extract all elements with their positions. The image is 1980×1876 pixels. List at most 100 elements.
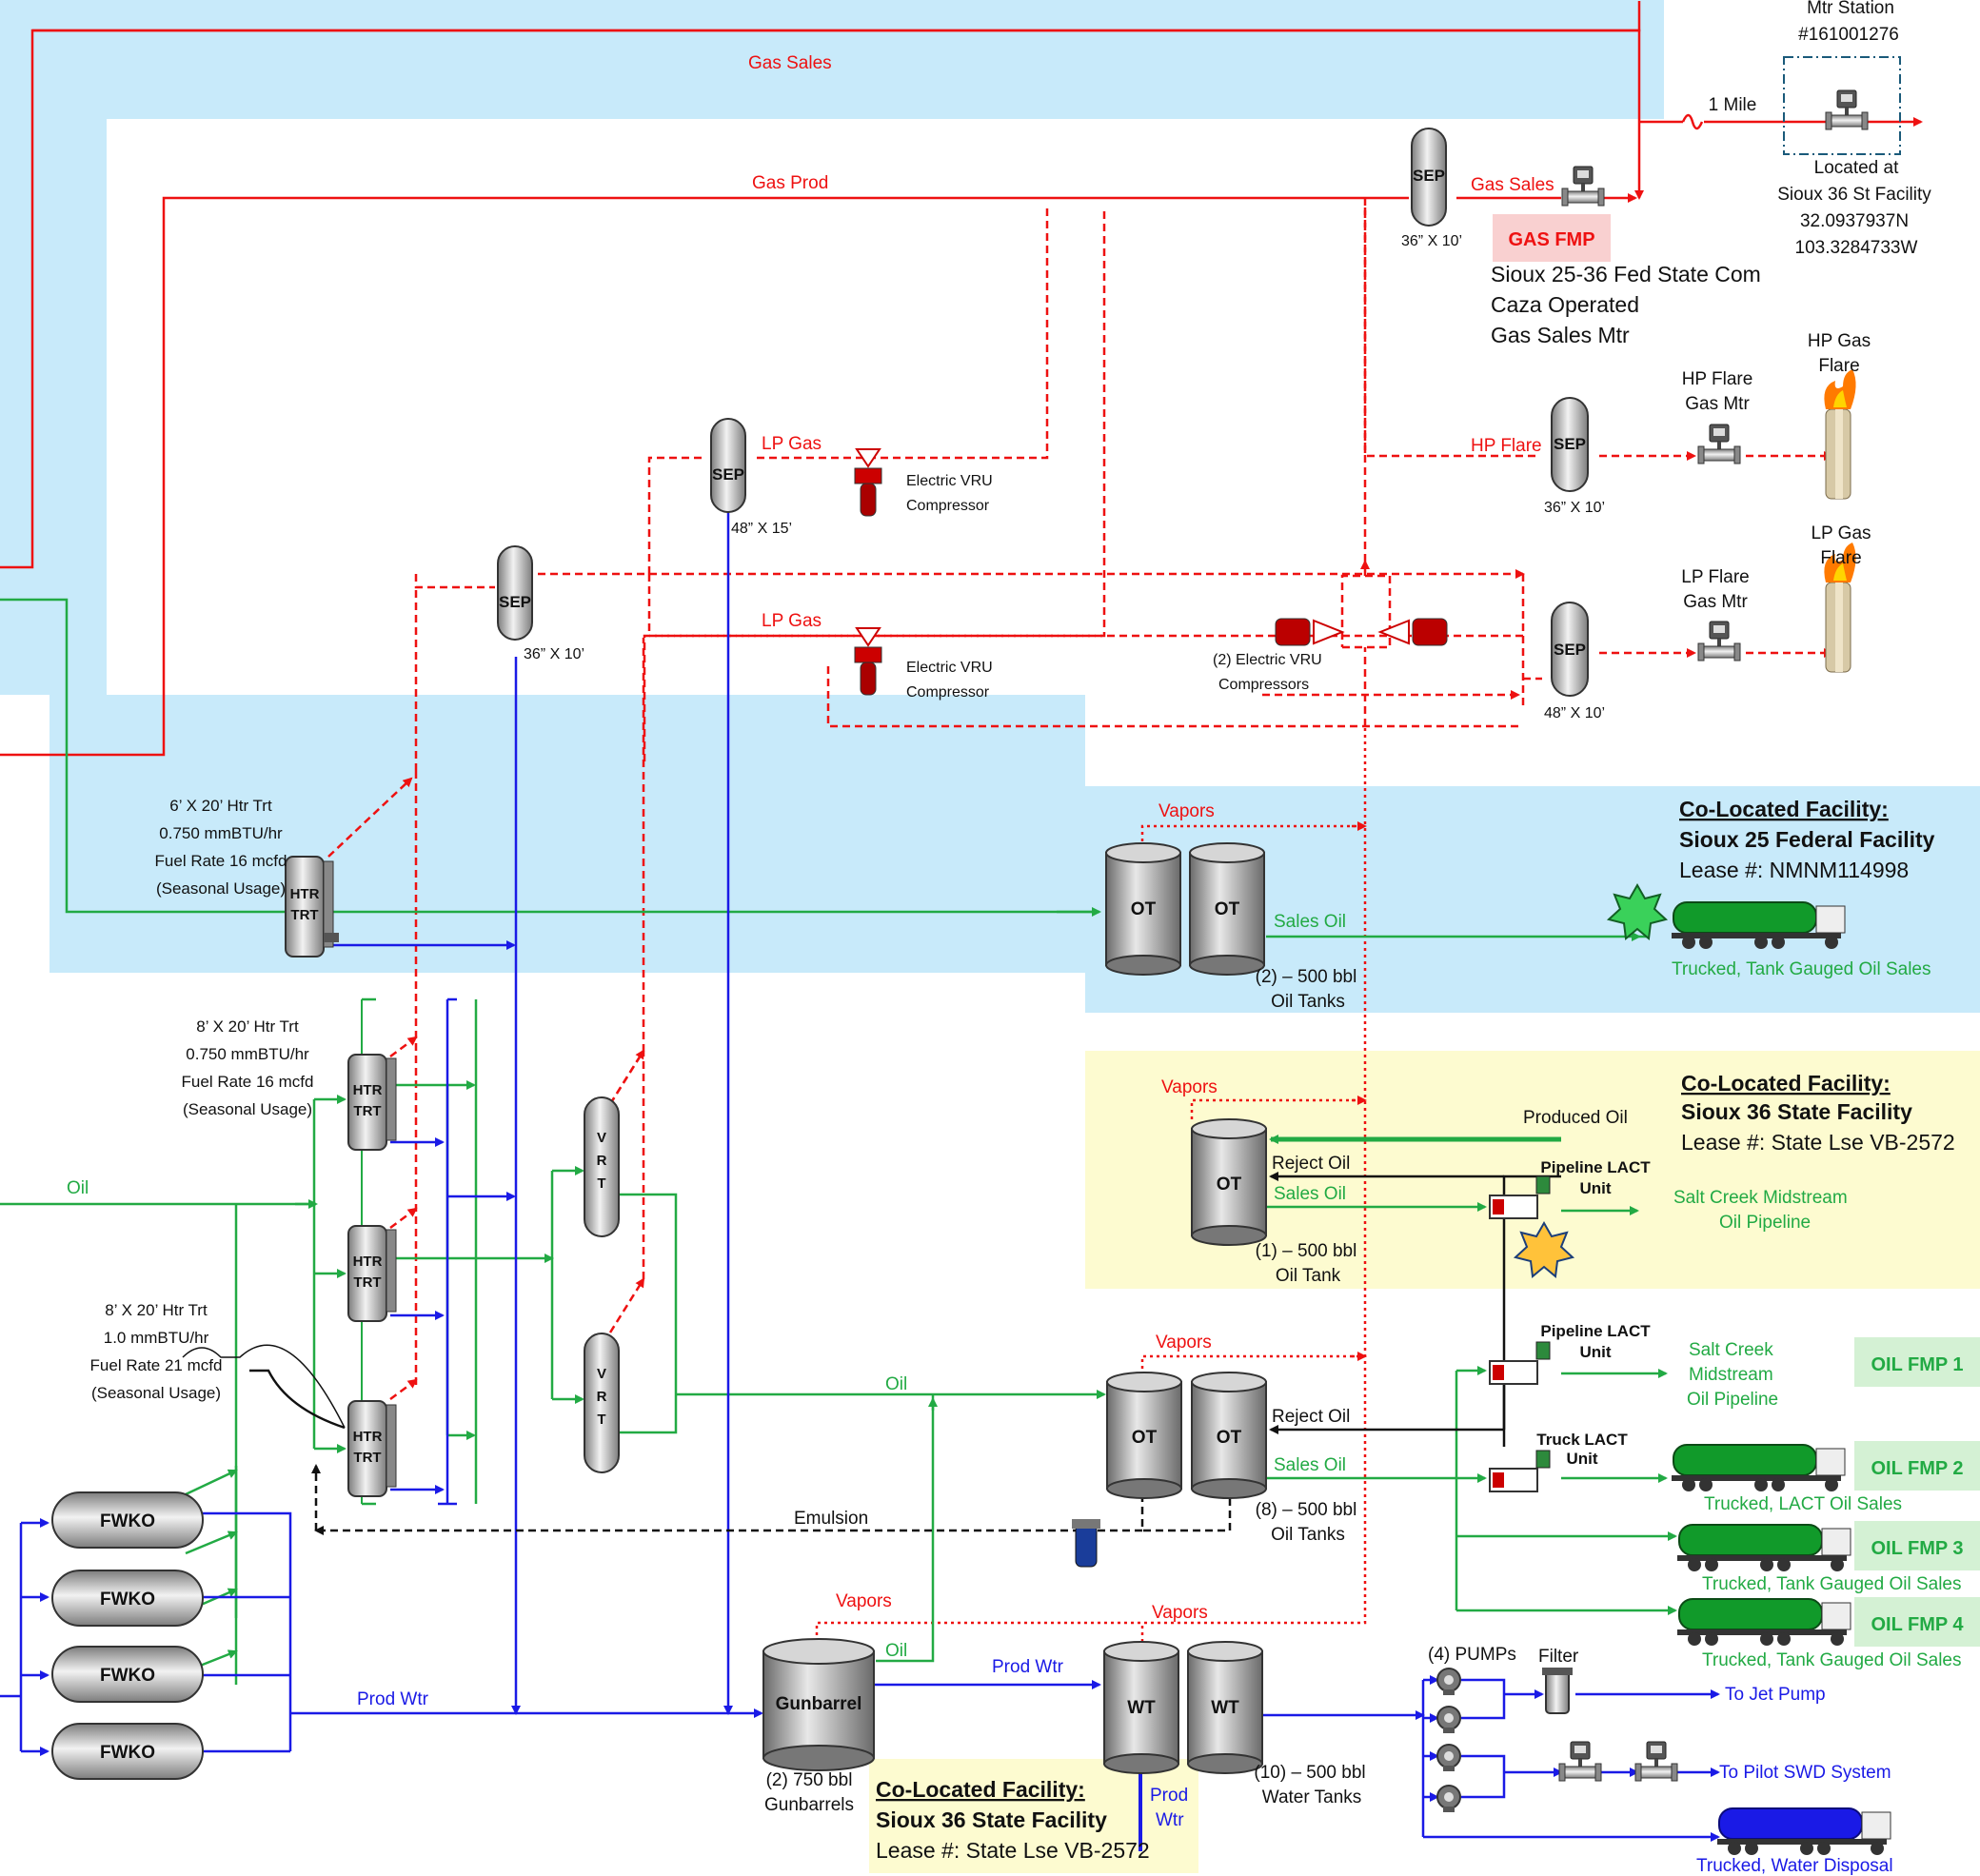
htr-c-line-4: (Seasonal Usage) [91, 1384, 221, 1402]
lp-gas-label-2: LP Gas [762, 611, 822, 631]
oil-fmp-3: OIL FMP 3 [1871, 1538, 1963, 1559]
mtr-station-number: #161001276 [1798, 25, 1899, 45]
mtr-loc-4: 103.3284733W [1795, 238, 1918, 258]
oil-inlet-label: Oil [67, 1178, 89, 1198]
lact-sales-label: Trucked, LACT Oil Sales [1704, 1494, 1902, 1514]
mtr-station-title: Mtr Station [1807, 0, 1894, 18]
lact-unit-truck [1489, 1450, 1551, 1492]
sales-oil-main-label: Sales Oil [1274, 1455, 1346, 1475]
htr-a-line-1: 6’ X 20’ Htr Trt [169, 797, 272, 815]
reject-oil-state-label: Reject Oil [1272, 1154, 1350, 1174]
mtr-station-box [1783, 56, 1901, 155]
oil-main-label: Oil [885, 1374, 907, 1394]
fwko-2-label: FWKO [100, 1590, 155, 1609]
vrt1-letter-v: V [597, 1130, 606, 1146]
sep-gas-sales-label: SEP [1413, 167, 1445, 185]
ot-fed-2-label: OT [1215, 899, 1240, 919]
gunbarrel-caption-2: Gunbarrels [764, 1795, 854, 1815]
water-tanks-caption-1: (10) – 500 bbl [1254, 1763, 1365, 1783]
vru-compressor-2 [854, 627, 882, 696]
gold-star-icon [1513, 1220, 1575, 1278]
heater-treater-b3 [347, 1400, 397, 1497]
wt-1-label: WT [1127, 1698, 1156, 1718]
gas-sales-sep-label: Gas Sales [1471, 175, 1554, 195]
wt-2-label: WT [1211, 1698, 1239, 1718]
oil-tank-state [1191, 1118, 1267, 1246]
produced-oil-label: Produced Oil [1523, 1108, 1628, 1128]
state-facility-name: Sioux 36 State Facility [1681, 1099, 1912, 1124]
htr-b-line-3: Fuel Rate 16 mcfd [182, 1073, 314, 1091]
oil-fmp-1: OIL FMP 1 [1871, 1354, 1963, 1375]
mtr-loc-3: 32.0937937N [1800, 211, 1909, 231]
hp-flare-mtr-2: Gas Mtr [1685, 394, 1750, 414]
salt-creek-b3: Oil Pipeline [1687, 1390, 1778, 1410]
sep-lpf-label: SEP [1554, 641, 1586, 659]
prod-wtr-label: Prod Wtr [357, 1689, 429, 1709]
lp-flare-mtr-2: Gas Mtr [1683, 592, 1748, 612]
trucked-water: Trucked, Water Disposal [1696, 1856, 1893, 1876]
sales-oil-fed-label: Sales Oil [1274, 912, 1346, 932]
htr-b2-label-1: HTR [353, 1254, 383, 1270]
fwko-1-label: FWKO [100, 1511, 155, 1531]
lact-unit-pipeline [1489, 1341, 1551, 1385]
htr-a-line-4: (Seasonal Usage) [156, 879, 286, 898]
ot-state-label: OT [1217, 1175, 1242, 1195]
gas-dashed-lines [327, 198, 1833, 1401]
sep-gas-sales-size: 36” X 10’ [1401, 233, 1462, 249]
vru-1-label-b: Compressor [906, 498, 990, 514]
hp-flare-mtr-1: HP Flare [1682, 369, 1753, 389]
hp-flare-stack [1823, 368, 1857, 500]
gunbarrel-label: Gunbarrel [776, 1694, 862, 1714]
htr-b3-label-2: TRT [353, 1450, 381, 1466]
truck-water [1717, 1807, 1891, 1855]
pumps-label: (4) PUMPs [1428, 1645, 1516, 1665]
lp-flare-meter [1697, 621, 1741, 662]
fed-facility-lease: Lease #: NMNM114998 [1679, 858, 1909, 882]
sep-lp [710, 418, 746, 513]
mtr-station-meter [1825, 89, 1869, 130]
oil-tanks-caption-1: (8) – 500 bbl [1256, 1500, 1357, 1520]
lp-flare-2: Flare [1820, 548, 1861, 568]
state-tank-caption-1: (1) – 500 bbl [1256, 1241, 1357, 1261]
salt-creek-a1: Salt Creek Midstream [1673, 1188, 1848, 1208]
oil-fmp-2: OIL FMP 2 [1871, 1458, 1963, 1479]
reject-oil-main-label: Reject Oil [1272, 1407, 1350, 1427]
lact-state-label-1: Pipeline LACT [1540, 1158, 1651, 1176]
hp-flare-meter [1697, 424, 1741, 464]
vru-1-label-a: Electric VRU [906, 473, 993, 489]
htr-c-line-1: 8’ X 20’ Htr Trt [105, 1301, 208, 1319]
vru-2-label-b: Compressor [906, 684, 990, 701]
oil-gunbarrel-label: Oil [885, 1641, 907, 1661]
htr-b-line-1: 8’ X 20’ Htr Trt [196, 1017, 299, 1036]
fwko-3-label: FWKO [100, 1666, 155, 1686]
ot-fed-1-label: OT [1131, 899, 1157, 919]
htr-b2-label-2: TRT [353, 1274, 381, 1291]
mtr-distance: 1 Mile [1709, 95, 1757, 115]
hp-flare-line-label: HP Flare [1471, 436, 1542, 456]
truck-lact-label-1: Truck LACT [1536, 1431, 1628, 1449]
gunbarrel-tank [762, 1638, 875, 1771]
vapors-gunbarrel-label: Vapors [836, 1591, 892, 1611]
vrt-2 [584, 1333, 620, 1473]
htr-b1-label-1: HTR [353, 1082, 383, 1098]
gauged-4-label: Trucked, Tank Gauged Oil Sales [1702, 1650, 1961, 1670]
fed-facility-name: Sioux 25 Federal Facility [1679, 827, 1935, 852]
sep-gas-sales [1411, 128, 1447, 227]
vrt1-letter-r: R [597, 1153, 607, 1169]
emulsion-pump [1072, 1519, 1100, 1568]
fed-truck-label: Trucked, Tank Gauged Oil Sales [1672, 959, 1930, 979]
gas-sales-top-label: Gas Sales [748, 53, 832, 73]
vrt1-letter-t: T [597, 1175, 605, 1192]
vrt2-letter-r: R [597, 1389, 607, 1405]
vapors-main-label: Vapors [1156, 1333, 1212, 1353]
truck-gauged-4 [1677, 1598, 1851, 1646]
state-facility-lease: Lease #: State Lse VB-2572 [1681, 1130, 1955, 1155]
hp-flare-2: Flare [1818, 356, 1859, 376]
heater-treater-b2 [347, 1225, 397, 1322]
water-tanks [1103, 1641, 1263, 1774]
truck-lact [1672, 1444, 1846, 1491]
vru-compressors-double [1275, 618, 1448, 646]
fed-facility-title: Co-Located Facility: [1679, 797, 1889, 821]
